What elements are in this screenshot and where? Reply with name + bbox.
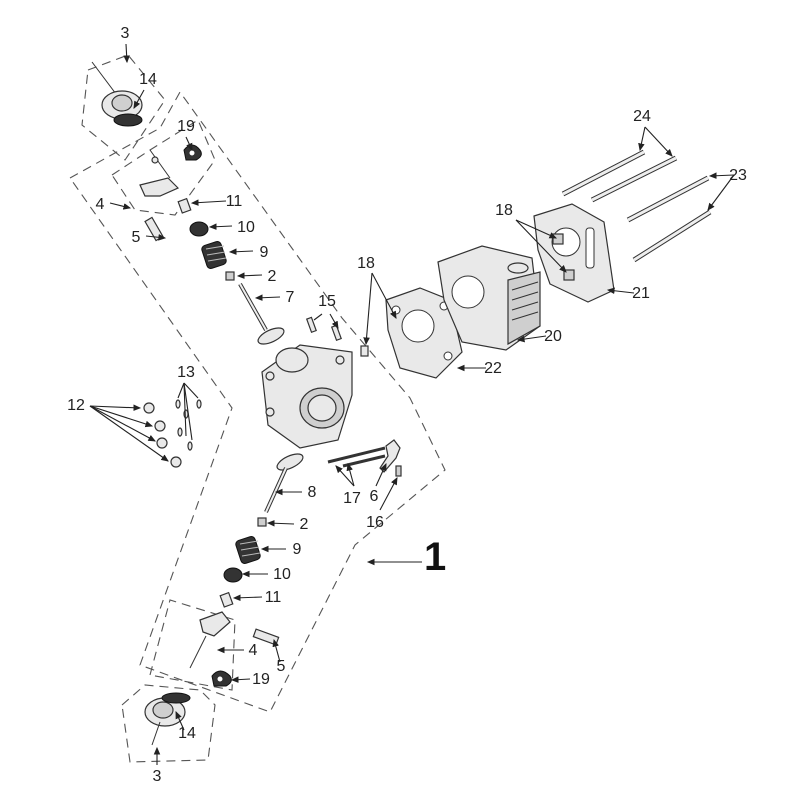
- assembly-number-label: 1: [424, 535, 446, 579]
- callout-c18-right: 18: [495, 202, 513, 219]
- bottom-valve-keeper: [219, 591, 234, 608]
- top-valve-keeper: [177, 197, 192, 214]
- callout-c13: 13: [177, 364, 195, 381]
- callout-c3-bot: 3: [153, 768, 162, 785]
- assembly-boundaries: [69, 54, 446, 763]
- bottom-cap-group-boundary: [121, 684, 216, 763]
- callout-c4-bot: 4: [249, 642, 258, 659]
- callout-c10-bot: 10: [273, 566, 291, 583]
- callout-c11-top: 11: [226, 193, 243, 210]
- callout-c21: 21: [632, 285, 650, 302]
- callout-c22: 22: [484, 360, 502, 377]
- callout-c10-top: 10: [237, 219, 255, 236]
- top-spring-retainer: [189, 221, 209, 237]
- callout-c5-top: 5: [132, 229, 141, 246]
- callout-c24: 24: [633, 108, 651, 125]
- exhaust-valve: [264, 453, 304, 513]
- callout-c4-top: 4: [96, 196, 105, 213]
- callout-c12: 12: [67, 397, 85, 414]
- pushrods: [561, 149, 712, 263]
- callout-c8: 8: [308, 484, 317, 501]
- bottom-valve-seal: [257, 517, 267, 527]
- dowel-pin-18: [360, 345, 369, 357]
- callout-c6: 6: [370, 488, 379, 505]
- bottom-spring-retainer: [223, 567, 243, 583]
- top-valve-cap: [91, 61, 143, 127]
- bottom-valve-spring: [235, 536, 261, 564]
- top-rocker-group-boundary: [111, 119, 216, 216]
- callout-c9-bot: 9: [293, 541, 302, 558]
- callout-c20: 20: [544, 328, 562, 345]
- callout-c2-bot: 2: [300, 516, 309, 533]
- cylinder-base-gasket: [385, 287, 463, 379]
- callout-c5-bot: 5: [277, 658, 286, 675]
- callout-c16: 16: [366, 514, 384, 531]
- callout-c2-top: 2: [268, 268, 277, 285]
- nuts-and-washers: [143, 399, 202, 468]
- callout-c17: 17: [343, 490, 361, 507]
- tensioner-bolt: [395, 465, 402, 477]
- callout-c23: 23: [729, 167, 747, 184]
- callout-c3-top: 3: [121, 25, 130, 42]
- intake-valve: [238, 283, 285, 345]
- bottom-rocker-group-boundary: [149, 599, 236, 691]
- top-valve-seal: [225, 271, 235, 281]
- bottom-valve-cap: [144, 692, 191, 746]
- callout-c14-top: 14: [139, 71, 157, 88]
- top-rocker-clip: [183, 144, 202, 161]
- callout-c19-top: 19: [177, 118, 195, 135]
- cylinder-head: [261, 344, 353, 449]
- bottom-valve-train: [144, 453, 304, 746]
- top-valve-train: [91, 61, 285, 345]
- callout-c14-bot: 14: [178, 725, 196, 742]
- leader-lines: [89, 43, 735, 765]
- callout-c18-left: 18: [357, 255, 375, 272]
- studs-and-bracket: [327, 439, 402, 477]
- top-cap-group-boundary: [81, 54, 166, 161]
- top-valve-spring: [201, 241, 227, 269]
- callout-c9-top: 9: [260, 244, 269, 261]
- top-rocker-arm: [139, 149, 180, 197]
- callout-c7: 7: [286, 289, 295, 306]
- main-assembly-boundary: [69, 90, 446, 713]
- callout-c11-bot: 11: [265, 589, 282, 606]
- dowel-pins-15: [305, 316, 369, 357]
- bottom-rocker-arm: [189, 611, 231, 669]
- callout-c19-bot: 19: [252, 671, 270, 688]
- bottom-rocker-clip: [211, 670, 232, 687]
- callout-c15: 15: [318, 293, 336, 310]
- cylinder-head-gasket: [533, 203, 615, 303]
